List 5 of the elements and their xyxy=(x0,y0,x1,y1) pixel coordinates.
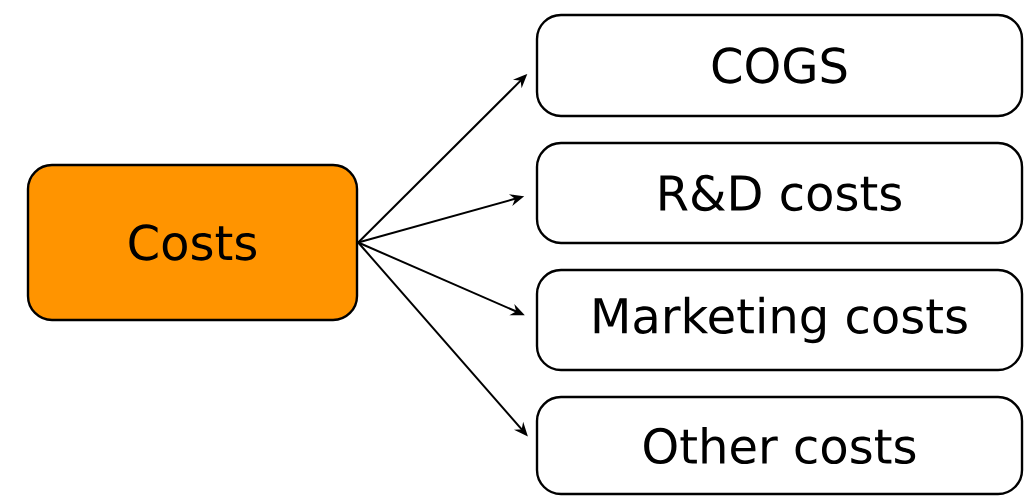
text-box: COGS xyxy=(535,13,1024,118)
text-box: R&D costs xyxy=(535,141,1024,245)
category-box: Costs xyxy=(26,163,359,322)
text-box: Marketing costs xyxy=(535,268,1024,372)
text-box: Other costs xyxy=(535,395,1024,496)
